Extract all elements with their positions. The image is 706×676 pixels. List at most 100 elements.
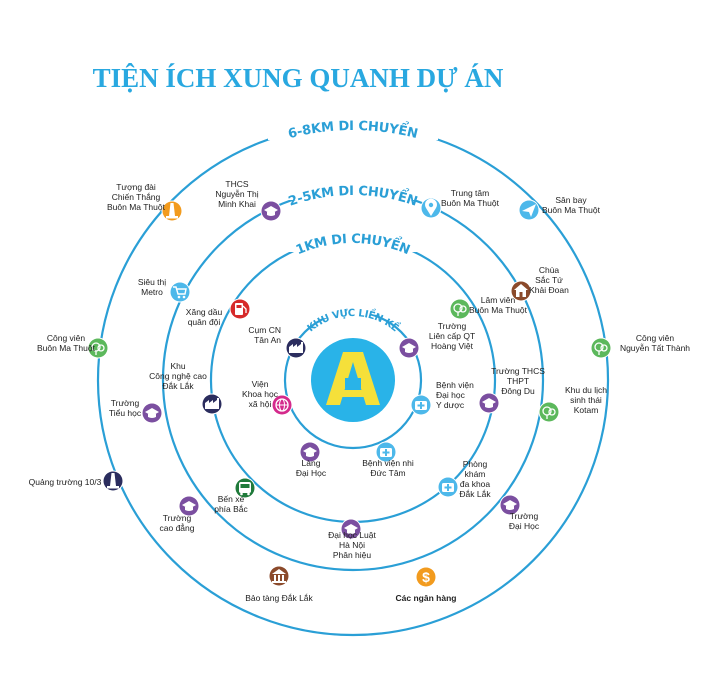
node-label-line: Buôn Ma Thuột: [469, 305, 528, 315]
node-label-line: Sắc Tứ: [535, 275, 563, 285]
node-label-line: Sân bay: [555, 195, 587, 205]
node-label-line: Chiến Thắng: [112, 192, 161, 202]
node-label-line: Hoàng Việt: [431, 341, 474, 351]
medical-kit-icon: [380, 448, 392, 457]
node-label-line: Bảo tàng Đắk Lắk: [245, 593, 313, 603]
medical-kit-icon: [442, 483, 454, 492]
node-label-line: Tân An: [254, 335, 281, 345]
node-quang-truong-10-3[interactable]: Quảng trường 10/3: [29, 470, 124, 492]
dollar-icon: $: [422, 569, 430, 585]
node-label-line: Đại học Luật: [328, 530, 376, 540]
node-label-line: Khải Đoan: [529, 285, 569, 295]
node-label-line: cao đẳng: [160, 522, 195, 533]
node-label-line: Hà Nội: [339, 540, 365, 550]
tree-icon: [594, 342, 608, 355]
graduation-cap-icon: [264, 206, 278, 216]
tree-icon: [453, 303, 467, 316]
temple-icon: [514, 284, 528, 297]
node-label-line: Đại học: [436, 390, 466, 400]
center-logo: [311, 338, 395, 422]
graduation-cap-icon: [402, 343, 416, 353]
node-badge: [170, 282, 190, 302]
factory-icon: [289, 342, 303, 353]
graduation-cap-icon: [503, 500, 517, 510]
node-label-line: Đông Du: [501, 386, 535, 396]
node-label-line: Xăng dầu: [186, 307, 223, 317]
bus-icon: [239, 482, 251, 496]
node-cac-ngan-hang[interactable]: $Các ngân hàng: [396, 566, 457, 604]
page-title: TIỆN ÍCH XUNG QUANH DỰ ÁN: [93, 63, 504, 93]
node-label-line: Trung tâm: [451, 188, 489, 198]
graduation-cap-icon: [482, 398, 496, 408]
node-label-line: Bệnh viện nhi: [362, 458, 414, 468]
graduation-cap-icon: [303, 447, 317, 457]
node-label-line: quân đội: [188, 317, 221, 327]
node-label-line: đa khoa: [460, 479, 491, 489]
node-label-line: Tiểu học: [109, 408, 142, 418]
node-label-line: Trường: [163, 513, 192, 523]
fuel-pump-icon: [235, 303, 247, 315]
node-label-line: Đại Học: [509, 521, 540, 531]
graduation-cap-icon: [344, 524, 358, 534]
map-pin-icon: [425, 198, 437, 216]
node-label-line: Đại Học: [296, 468, 327, 478]
globe-icon: [275, 398, 289, 412]
svg-text:$: $: [422, 569, 430, 585]
node-label-line: Buôn Ma Thuột: [441, 198, 500, 208]
tree-icon: [542, 406, 556, 419]
node-label-line: Buôn Ma Thuột: [37, 343, 96, 353]
node-badge: [416, 567, 436, 587]
node-label-line: Minh Khai: [218, 199, 256, 209]
node-label-line: Phòng: [463, 459, 488, 469]
node-label-line: Trường: [510, 511, 539, 521]
node-label-line: Cụm CN: [248, 325, 281, 335]
node-label-line: sinh thái: [570, 395, 602, 405]
node-label-line: Khoa học: [242, 389, 279, 399]
node-label-line: Công viên: [47, 333, 86, 343]
node-label-line: Y dược: [436, 400, 465, 410]
node-bao-tang-dak-lak[interactable]: Bảo tàng Đắk Lắk: [245, 565, 314, 604]
graduation-cap-icon: [145, 408, 159, 418]
node-label-line: Trường: [438, 321, 467, 331]
node-label-line: Nguyễn Tất Thành: [620, 343, 690, 353]
node-label-line: Buôn Ma Thuột: [107, 202, 166, 212]
ring-label-bg-1km: [283, 232, 423, 252]
node-label-line: Tượng đài: [116, 182, 156, 192]
node-label-line: Nguyễn Thị: [215, 189, 258, 199]
node-label-line: Bệnh viện: [436, 380, 474, 390]
node-label-line: Bến xe: [218, 494, 245, 504]
node-label-line: Khu: [170, 361, 185, 371]
ring-label-bg-adjacent: [299, 296, 411, 320]
node-label-line: Công nghệ cao: [149, 371, 207, 381]
node-label-line: Metro: [141, 287, 163, 297]
factory-icon: [205, 398, 219, 409]
ring-label-bg-2-5km: [275, 180, 430, 200]
node-label-line: Viện: [252, 379, 269, 389]
